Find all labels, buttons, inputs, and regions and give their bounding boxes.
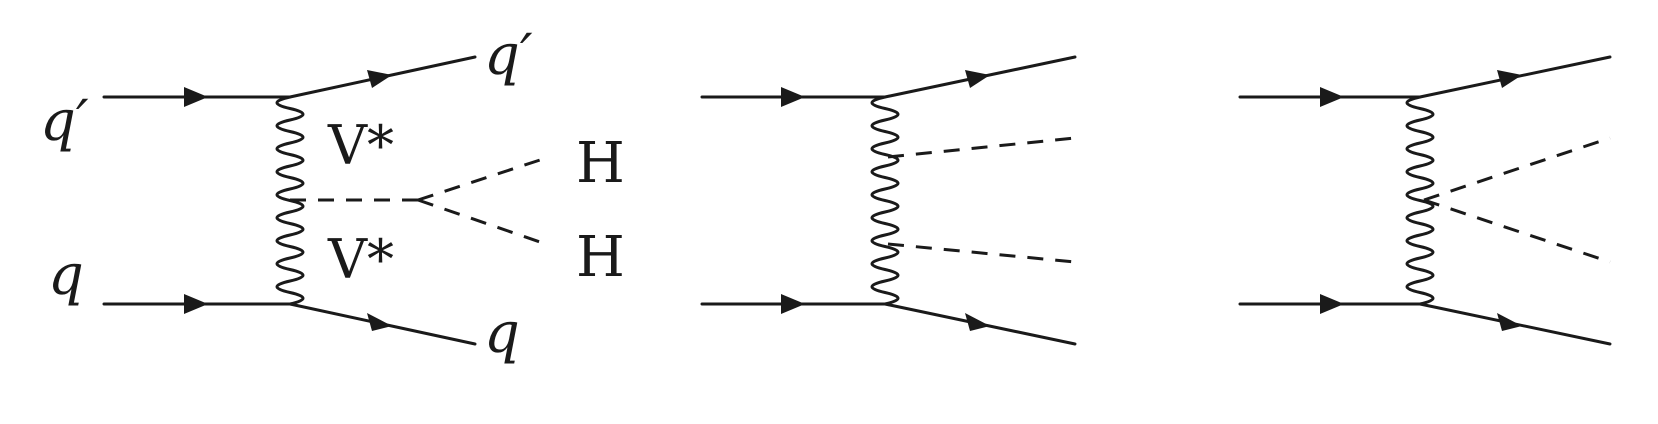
label-higgs-top: H (576, 131, 625, 196)
label-boson-bottom: V* (327, 228, 394, 291)
incoming-quark-bottom-arrow (1320, 294, 1344, 314)
diagram-quartic-vertex (1238, 55, 1612, 346)
label-boson-top: V* (327, 114, 394, 177)
outgoing-quark-top-arrow (965, 70, 990, 88)
label-outgoing-quark-top: q′ (484, 23, 533, 88)
higgs-out-bottom-line (1423, 198, 1611, 264)
outgoing-quark-top-arrow (1497, 70, 1522, 88)
outgoing-quark-bottom-arrow (367, 313, 392, 331)
vector-boson-line (870, 95, 900, 306)
outgoing-quark-top-arrow (367, 70, 392, 88)
higgs-out-bottom-line (887, 242, 1076, 264)
diagram-double-emission (700, 55, 1077, 346)
higgs-out-top-line (1423, 136, 1611, 202)
diagram-trilinear-vertex: q′ q q′ q V* V* H H (40, 23, 625, 366)
incoming-quark-bottom-arrow (184, 294, 208, 314)
label-incoming-quark-bottom: q (48, 243, 84, 308)
incoming-quark-top-arrow (184, 87, 208, 107)
label-higgs-bottom: H (576, 225, 625, 290)
higgs-out-top-line (887, 136, 1076, 159)
vector-boson-line (1405, 95, 1435, 306)
higgs-out-top-line (417, 158, 541, 202)
incoming-quark-bottom-arrow (781, 294, 805, 314)
higgs-out-bottom-line (417, 198, 541, 244)
outgoing-quark-bottom-arrow (1497, 313, 1522, 331)
label-incoming-quark-top: q′ (40, 89, 89, 154)
label-outgoing-quark-bottom: q (484, 301, 520, 366)
incoming-quark-top-arrow (1320, 87, 1344, 107)
outgoing-quark-bottom-arrow (965, 313, 990, 331)
incoming-quark-top-arrow (781, 87, 805, 107)
